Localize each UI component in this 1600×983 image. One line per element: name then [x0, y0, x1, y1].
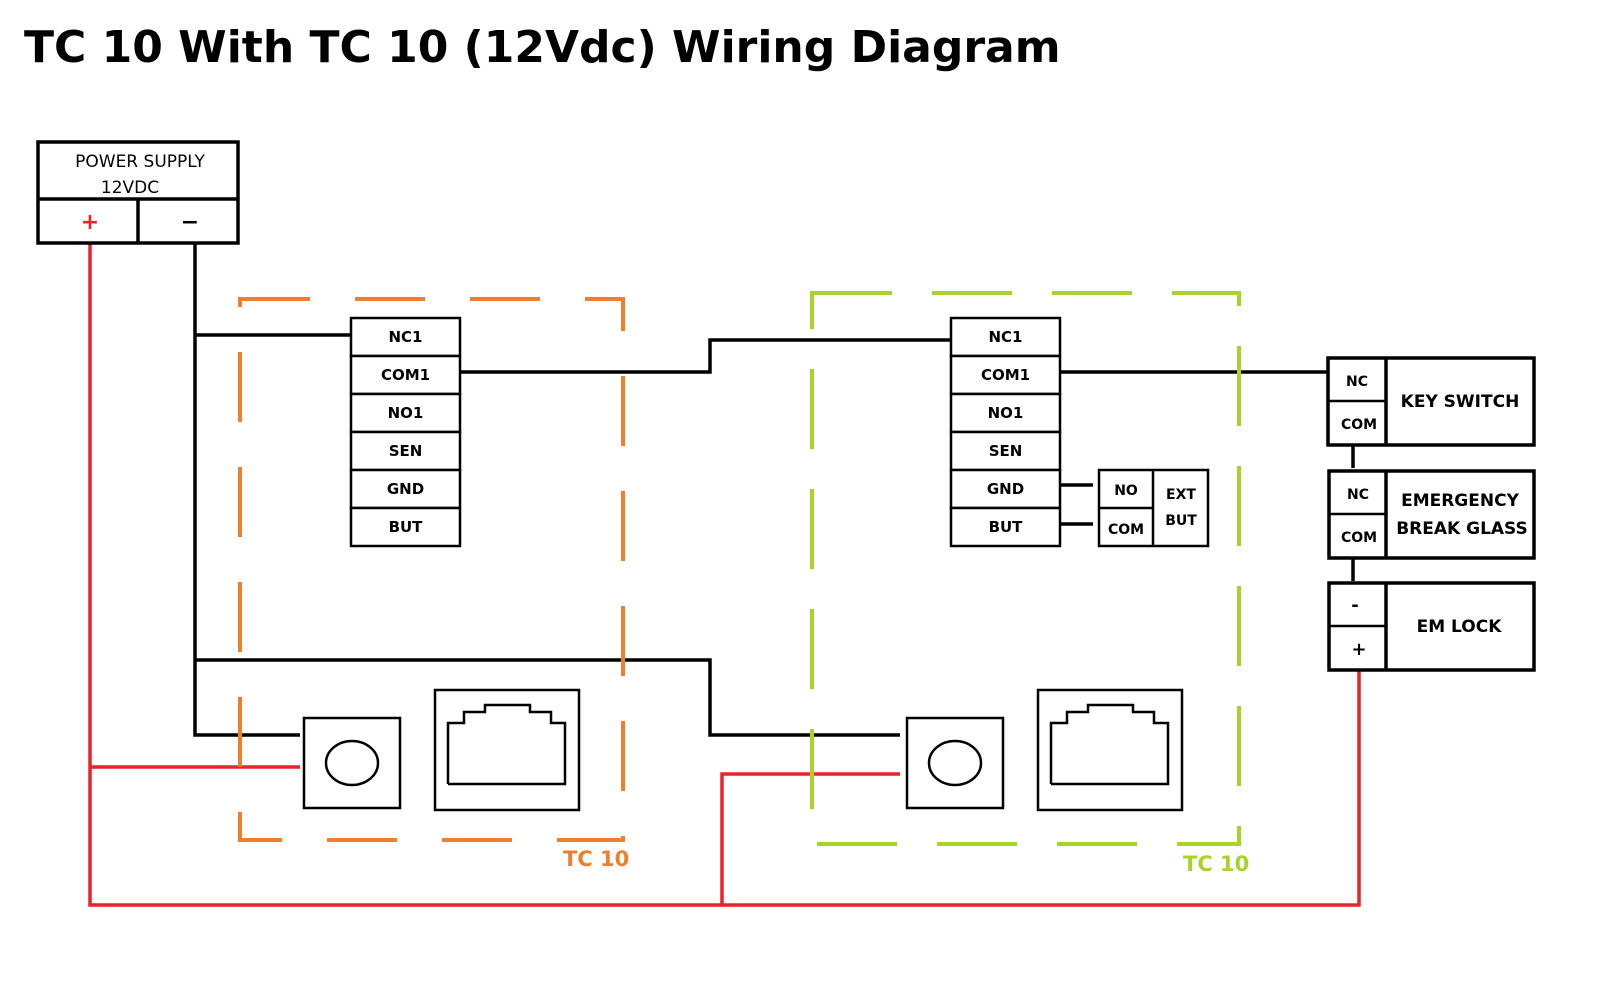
psu-negative-to-power-jack-1 — [193, 240, 300, 737]
break-glass-nc-terminal: NC — [1347, 487, 1369, 503]
controller-2-terminal-com1: COM1 — [981, 366, 1030, 384]
controller-2-terminal-nc1: NC1 — [989, 328, 1023, 346]
em-lock-positive-terminal: + — [1351, 639, 1366, 660]
power-supply-voltage: 12VDC — [101, 178, 159, 198]
red-wires — [88, 240, 1361, 907]
controller-1-label: TC 10 — [563, 847, 629, 871]
power-supply-title: POWER SUPPLY — [75, 152, 205, 172]
controller-1-terminal-sen: SEN — [389, 442, 423, 460]
controller-1-terminal-cell — [349, 506, 462, 548]
em-lock-negative-terminal: - — [1351, 595, 1358, 616]
controller-1-terminal-no1: NO1 — [388, 404, 424, 422]
key-switch: NC COM KEY SWITCH — [1326, 356, 1536, 447]
negative-terminal: − — [181, 210, 199, 235]
exit-button: NO COM EXT BUT — [1097, 468, 1210, 548]
power-supply: POWER SUPPLY 12VDC + − — [36, 140, 240, 245]
break-glass-label-line1: EMERGENCY — [1401, 491, 1520, 511]
controller-2-terminal-cell — [949, 354, 1062, 396]
exit-button-com-terminal: COM — [1108, 522, 1144, 538]
em-lock-label: EM LOCK — [1417, 617, 1503, 637]
controller-2-terminal-cell — [949, 316, 1062, 358]
break-glass-label-line2: BREAK GLASS — [1396, 519, 1528, 539]
exit-button-no-terminal: NO — [1114, 483, 1138, 499]
controller-1-terminal-cell — [349, 392, 462, 434]
controller-1-power-jack — [302, 716, 402, 810]
com1-to-nc1-2 — [457, 338, 952, 374]
diagram-title: TC 10 With TC 10 (12Vdc) Wiring Diagram — [24, 22, 1061, 73]
controller-2-rj45-port — [1036, 688, 1184, 812]
controller-1-terminal-but: BUT — [389, 518, 424, 536]
controller-2-label: TC 10 — [1183, 852, 1249, 876]
controller-1-terminal-cell — [349, 468, 462, 510]
controller-2-border — [810, 291, 1241, 846]
controller-1-terminal-nc1: NC1 — [389, 328, 423, 346]
key-switch-com-terminal: COM — [1341, 417, 1377, 433]
controller-2-terminal-gnd: GND — [987, 480, 1024, 498]
positive-to-power-jack-2 — [720, 772, 900, 905]
key-switch-label: KEY SWITCH — [1401, 392, 1520, 412]
em-lock: - + EM LOCK — [1327, 581, 1536, 672]
controller-1-rj45-port — [433, 688, 581, 812]
controller-1-terminal-gnd: GND — [387, 480, 424, 498]
controller-2-terminal-cell — [949, 430, 1062, 472]
controller-2-terminal-cell — [949, 506, 1062, 548]
controller-2-power-jack — [905, 716, 1005, 810]
controller-2-terminal-but: BUT — [989, 518, 1024, 536]
key-switch-nc-terminal: NC — [1346, 374, 1368, 390]
controller-1-terminal-com1: COM1 — [381, 366, 430, 384]
black-wires — [193, 240, 1355, 737]
psu-positive-to-em-lock — [88, 240, 1361, 907]
controller-1-terminal-cell — [349, 430, 462, 472]
exit-button-label-line1: EXT — [1166, 487, 1196, 503]
positive-terminal: + — [81, 210, 99, 235]
break-glass-com-terminal: COM — [1341, 530, 1377, 546]
exit-button-label-line2: BUT — [1165, 513, 1197, 529]
emergency-break-glass: NC COM EMERGENCY BREAK GLASS — [1327, 469, 1536, 560]
negative-to-power-jack-2 — [195, 658, 900, 737]
controller-1-terminal-cell — [349, 354, 462, 396]
controller-2-terminal-no1: NO1 — [988, 404, 1024, 422]
controller-2-terminal-sen: SEN — [989, 442, 1023, 460]
